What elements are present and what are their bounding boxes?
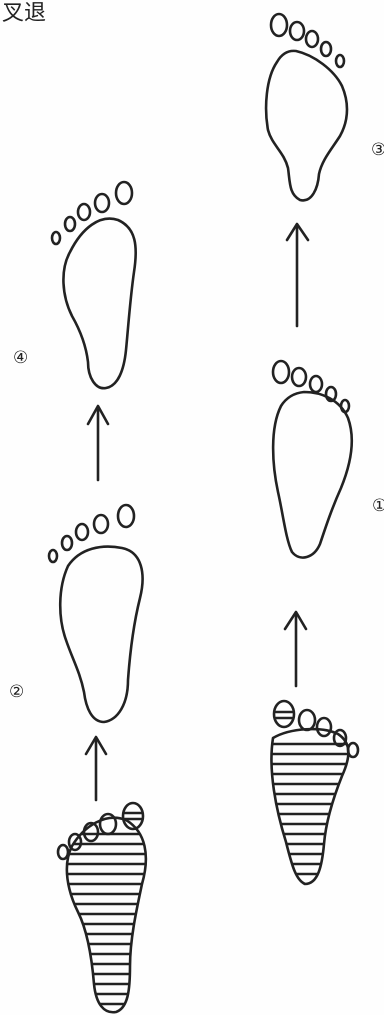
footprint-step-2: [49, 505, 143, 722]
arrow-1-to-3: [287, 224, 308, 326]
diagram-title: 叉退: [2, 1, 46, 26]
arrow-start-to-1: [285, 612, 306, 686]
start-foot-right: [260, 701, 360, 884]
footprint-step-1: [273, 361, 352, 558]
arrow-2-to-4: [88, 406, 108, 480]
start-foot-left: [55, 803, 160, 1012]
step-2-label: ②: [9, 682, 24, 702]
arrow-start-to-2: [86, 737, 106, 800]
footprint-step-3: [266, 14, 347, 200]
step-3-label: ③: [371, 140, 384, 160]
footprint-step-4: [52, 182, 136, 388]
step-4-label: ④: [13, 348, 28, 368]
step-1-label: ①: [372, 496, 384, 516]
